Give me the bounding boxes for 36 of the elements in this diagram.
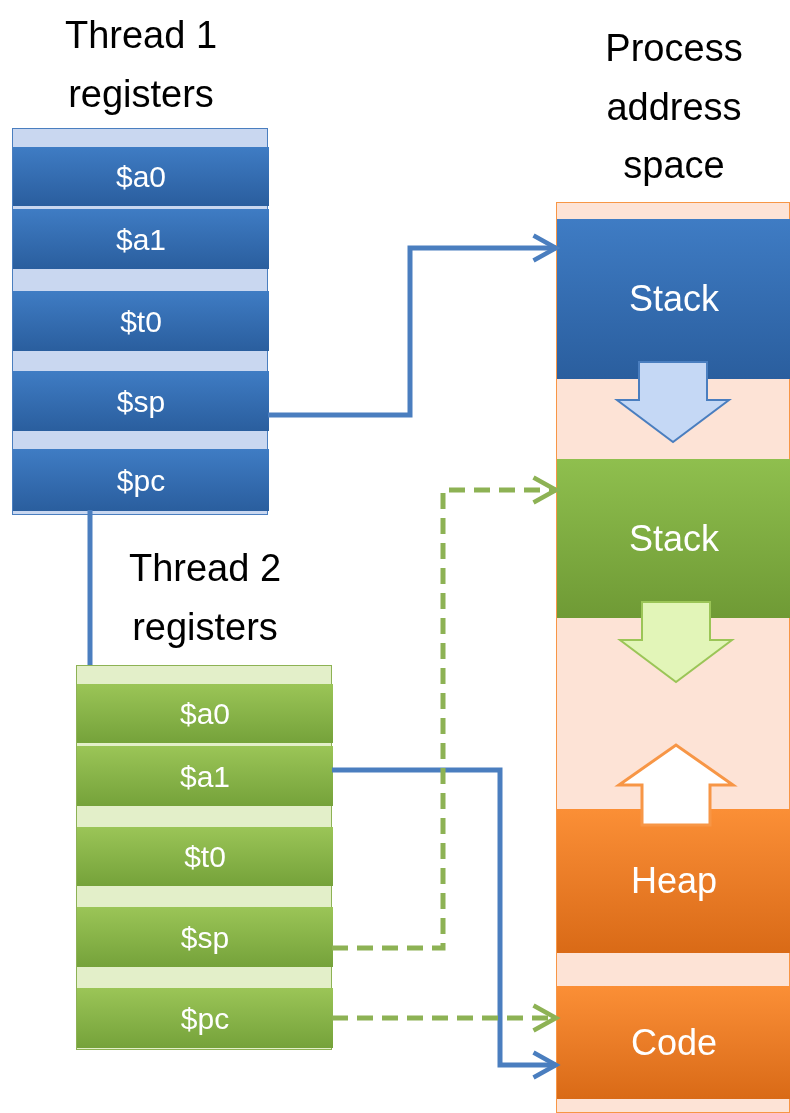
- node-label: $pc: [116, 462, 166, 499]
- node-label: $a0: [115, 159, 167, 195]
- register-bar: [13, 449, 269, 511]
- connector-arrow: [332, 767, 559, 1080]
- register-bar: [77, 684, 333, 743]
- memory-segment: [557, 809, 790, 953]
- node-label: $a1: [179, 758, 231, 795]
- register-bar: [13, 371, 269, 431]
- node-label: Stack: [628, 516, 719, 561]
- node-label: $a1: [115, 221, 167, 258]
- node-label: Stack: [628, 277, 719, 321]
- register-bar: [77, 988, 333, 1048]
- register-bar: [13, 209, 269, 269]
- node-label: $sp: [116, 383, 166, 420]
- node-label: Code: [630, 1020, 718, 1065]
- connector-arrow: [268, 233, 559, 418]
- memory-segment: [557, 219, 790, 379]
- register-bar: [77, 907, 333, 967]
- connector-arrow: [332, 1003, 559, 1033]
- register-bar: [77, 827, 333, 886]
- node-label: Heap: [630, 859, 718, 903]
- node-label: $sp: [180, 919, 230, 956]
- panel-heading: Thread 1 registers: [63, 13, 219, 117]
- panel-heading: Thread 2 registers: [127, 546, 283, 650]
- register-bar: [13, 147, 269, 206]
- memory-segment: [557, 459, 790, 618]
- node-label: $a0: [179, 696, 231, 732]
- panel-heading: Process address space: [604, 25, 744, 189]
- node-label: $t0: [184, 839, 226, 875]
- node-label: $t0: [120, 303, 162, 340]
- connector-arrow: [332, 475, 559, 951]
- node-label: $pc: [180, 1000, 230, 1037]
- register-bar: [77, 746, 333, 806]
- register-bar: [13, 291, 269, 351]
- memory-segment: [557, 986, 790, 1099]
- block-arrow: [614, 361, 732, 444]
